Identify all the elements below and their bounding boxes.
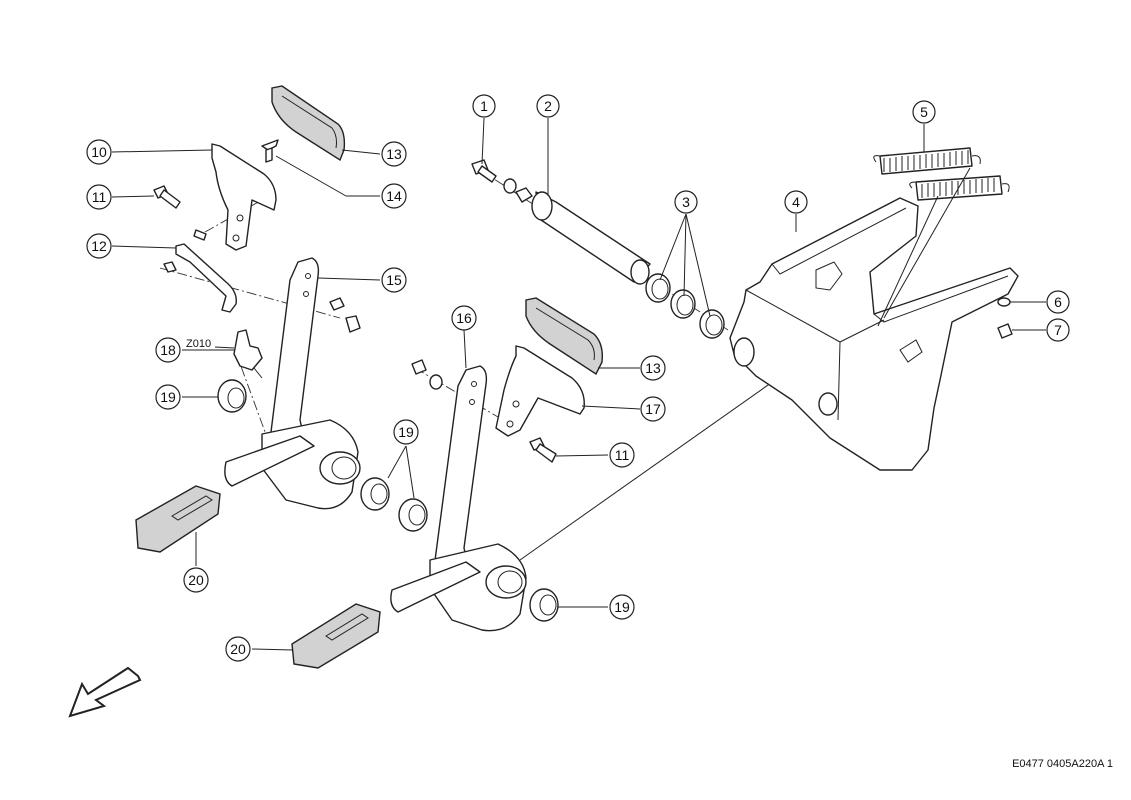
svg-text:1: 1 (480, 98, 488, 114)
svg-text:7: 7 (1054, 322, 1062, 338)
return-springs (873, 147, 1010, 327)
switch-label: Z010 (186, 338, 211, 350)
countersunk-screw (261, 139, 279, 163)
svg-text:11: 11 (615, 447, 630, 463)
svg-text:3: 3 (682, 194, 690, 210)
svg-text:19: 19 (614, 599, 630, 615)
spring-pin (193, 229, 207, 241)
svg-text:12: 12 (91, 238, 107, 254)
svg-text:13: 13 (386, 146, 402, 162)
brake-light-switch (233, 329, 263, 379)
callout-12: 12 (86, 233, 112, 259)
callout-17: 17 (640, 396, 666, 422)
svg-text:20: 20 (230, 641, 246, 657)
svg-text:11: 11 (92, 189, 107, 205)
callout-5: 5 (912, 100, 936, 124)
pedal-support-bracket (729, 197, 1019, 471)
pedal-pad-rubber-upper (271, 85, 346, 162)
callout-16: 16 (451, 305, 477, 331)
svg-text:19: 19 (160, 389, 176, 405)
svg-text:17: 17 (645, 401, 661, 417)
bushing-right-lower (529, 588, 559, 622)
callout-18: 18 (155, 337, 181, 363)
callout-2: 2 (536, 94, 560, 118)
pivot-shaft (531, 191, 651, 285)
callout-20-left: 20 (183, 567, 209, 593)
hex-nut (997, 323, 1013, 339)
svg-text:16: 16 (456, 310, 472, 326)
callout-6: 6 (1046, 290, 1070, 314)
callout-11-lower: 11 (609, 442, 635, 468)
bushing-left-upper (217, 379, 247, 413)
svg-text:5: 5 (920, 104, 928, 120)
pedal-pad-rubber-left (135, 485, 221, 553)
callout-14: 14 (381, 183, 407, 209)
svg-text:14: 14 (386, 188, 402, 204)
svg-text:18: 18 (160, 342, 176, 358)
leader-lines (111, 117, 1046, 651)
svg-text:13: 13 (645, 360, 661, 376)
callout-3: 3 (674, 190, 698, 214)
callout-19-left: 19 (155, 384, 181, 410)
bushing-middle-b (398, 498, 428, 532)
pedal-plate-right (495, 345, 585, 437)
shaft-bolt-set (471, 159, 533, 203)
shim-washers (645, 273, 725, 339)
svg-text:10: 10 (91, 144, 107, 160)
svg-text:2: 2 (544, 98, 552, 114)
callout-13-lower: 13 (640, 355, 666, 381)
callout-15: 15 (381, 267, 407, 293)
brake-pedal-arm-left (224, 257, 361, 510)
callout-10: 10 (86, 139, 112, 165)
callout-20-right: 20 (225, 636, 251, 662)
hex-bolt-lower (529, 437, 557, 463)
pedal-plate-left (211, 143, 277, 251)
callout-1: 1 (472, 94, 496, 118)
document-reference: E0477 0405A220A 1 (1012, 758, 1113, 770)
callout-19-middle: 19 (393, 419, 419, 445)
callout-11-upper: 11 (86, 184, 112, 210)
callout-13-upper: 13 (381, 141, 407, 167)
svg-text:15: 15 (386, 272, 402, 288)
flat-washer (997, 297, 1011, 307)
pedal-pad-rubber-right (291, 603, 381, 669)
callout-4: 4 (784, 190, 808, 214)
callout-19-lower: 19 (609, 594, 635, 620)
linkage-lever (163, 243, 237, 313)
svg-text:6: 6 (1054, 294, 1062, 310)
hex-bolt-upper (153, 185, 181, 209)
svg-text:4: 4 (792, 194, 800, 210)
arrow-down-left-icon (68, 666, 142, 718)
callout-7: 7 (1046, 318, 1070, 342)
svg-text:20: 20 (188, 572, 204, 588)
clutch-pedal-arm-right (390, 359, 527, 632)
svg-text:19: 19 (398, 424, 414, 440)
bushing-middle-a (360, 477, 390, 511)
